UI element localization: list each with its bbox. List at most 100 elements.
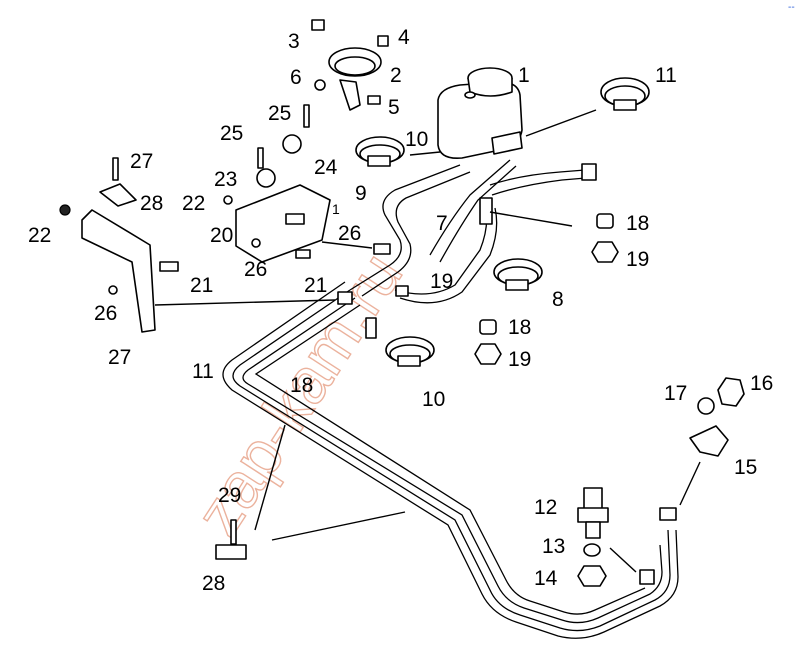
label-12: 12	[534, 496, 557, 519]
leader-18-right	[489, 211, 573, 227]
label-19a: 19	[626, 248, 649, 271]
pipe-line-3	[242, 297, 663, 624]
mid-bracket-plate	[235, 184, 331, 263]
pipe-end-upper	[659, 507, 677, 521]
bolt-21-mid	[295, 249, 311, 259]
pipe-upper-2	[361, 171, 471, 297]
washer-26-left	[108, 285, 118, 295]
bracket-ring-inner	[334, 56, 376, 76]
label-29: 29	[218, 484, 241, 507]
leader-13	[609, 547, 637, 573]
clip-23	[256, 168, 276, 188]
union-12-hex	[577, 507, 609, 523]
seal-18-right	[596, 213, 614, 229]
label-16: 16	[750, 372, 773, 395]
leader-29	[254, 424, 286, 531]
reservoir-neck	[464, 91, 476, 99]
label-4: 4	[398, 26, 410, 49]
corner-mark: --	[788, 2, 795, 13]
label-19c: 19	[430, 270, 453, 293]
left-bracket-assembly	[59, 157, 179, 333]
bolt-29	[230, 519, 237, 545]
bolt-27-top	[112, 157, 119, 181]
pipe-upper-4	[399, 207, 498, 304]
label-9: 9	[355, 182, 367, 205]
top-bracket-assembly	[311, 19, 389, 111]
nut-22-left	[59, 204, 71, 216]
label-3: 3	[288, 30, 300, 53]
label-2: 2	[390, 64, 402, 87]
label-28b: 28	[202, 572, 225, 595]
fittings-18-19	[474, 213, 619, 365]
clamp-10-bottom	[385, 336, 435, 367]
label-27b: 27	[108, 346, 131, 369]
clip-28-bottom	[215, 544, 247, 560]
label-21b: 21	[304, 274, 327, 297]
clamp-screw	[367, 155, 391, 167]
label-7: 7	[436, 212, 448, 235]
pipe-upper-7	[429, 159, 511, 256]
callout-labels: 1 2 3 4 5 6 7 8 9 10 10 11 11 12 13 14 1…	[28, 26, 773, 595]
label-18c: 18	[290, 374, 313, 397]
label-28a: 28	[140, 192, 163, 215]
fittings-bottom-right	[577, 377, 745, 587]
label-17: 17	[664, 382, 687, 405]
seal-13	[583, 543, 601, 557]
clamp-screw	[397, 355, 421, 367]
nut-4	[377, 35, 389, 47]
bolt-3	[311, 19, 325, 31]
clamp-11-top	[600, 77, 650, 111]
nut-14	[577, 565, 607, 587]
clip-28-top	[99, 183, 137, 207]
pipe-line-4	[254, 304, 646, 615]
union-12-thread	[585, 521, 601, 539]
bolt-21-left	[159, 261, 179, 272]
pipe-clip-b	[365, 317, 377, 339]
pipe-fitting-7	[479, 197, 493, 225]
union-12-body	[583, 487, 603, 511]
leader-21-left	[154, 299, 336, 306]
label-13: 13	[542, 535, 565, 558]
left-bracket-plate	[81, 209, 156, 333]
leader-clip-28	[271, 511, 406, 541]
label-19b: 19	[508, 348, 531, 371]
leader-15	[679, 461, 701, 506]
label-22a: 22	[28, 224, 51, 247]
label-8: 8	[552, 288, 564, 311]
bracket-arm	[339, 79, 361, 111]
leader-11-top	[525, 109, 597, 137]
nut-22-mid	[223, 195, 233, 205]
label-11a: 11	[655, 64, 677, 87]
clamp-screw	[505, 279, 529, 291]
label-26c: 26	[94, 302, 117, 325]
label-21a: 21	[190, 274, 213, 297]
pipe-clip-c	[373, 243, 391, 255]
label-25b: 25	[220, 122, 243, 145]
pipe-clip-a	[337, 291, 353, 305]
seal-18-mid	[479, 319, 497, 335]
nut-19-right	[591, 241, 619, 263]
pipe-end-fitting	[581, 163, 597, 181]
label-15: 15	[734, 456, 757, 479]
label-22b: 22	[182, 192, 205, 215]
pipe-line-1	[232, 289, 671, 632]
bolt-25-left	[257, 147, 264, 169]
pipe-bundle	[222, 159, 679, 639]
label-10b: 10	[422, 388, 445, 411]
mid-bracket-slot	[285, 213, 305, 225]
nut-16	[717, 377, 745, 407]
leader-26-mid	[321, 241, 373, 249]
clamp-screw	[613, 99, 637, 111]
label-10a: 10	[405, 128, 428, 151]
leader-lines	[154, 109, 701, 573]
pipe-clips	[215, 163, 597, 560]
reservoir-bracket	[491, 131, 523, 155]
pipe-upper-8	[439, 165, 517, 263]
bolt-5	[367, 95, 381, 105]
label-5: 5	[388, 96, 400, 119]
label-11b: 11	[192, 360, 214, 383]
label-20: 20	[210, 224, 233, 247]
pipe-upper-1	[349, 164, 461, 291]
label-26a: 26	[338, 222, 361, 245]
